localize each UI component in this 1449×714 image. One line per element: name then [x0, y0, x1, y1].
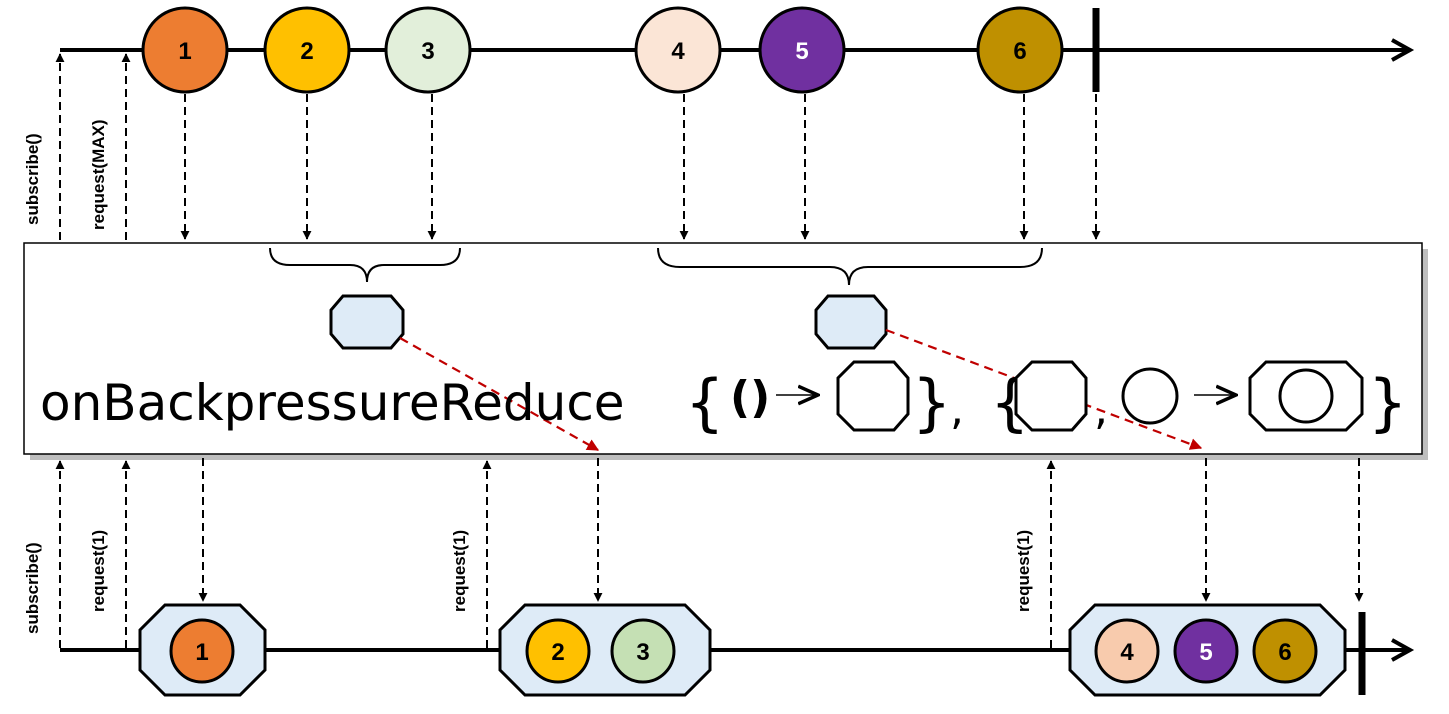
comma: ,	[1094, 384, 1108, 435]
request-label: request(1)	[89, 530, 108, 612]
downstream-timeline: 1 2 3 4 5	[60, 603, 1415, 697]
accumulator-container-shape	[1014, 360, 1088, 432]
downstream-container: 1	[138, 603, 267, 697]
item-circle-shape	[1121, 367, 1179, 425]
operator-name: onBackpressureReduce	[40, 374, 625, 432]
marble-label: 6	[1278, 639, 1291, 666]
upstream-to-operator-arrows	[180, 94, 1101, 240]
operator-to-downstream-arrows	[198, 458, 1364, 602]
downstream-container: 4 5 6	[1068, 603, 1347, 697]
marble-label: 3	[636, 639, 649, 666]
reduce-arrow	[399, 337, 600, 451]
upstream-marble: 5	[758, 6, 846, 94]
operator-box: onBackpressureReduce { () } , { , }	[23, 242, 1428, 460]
group-brace	[657, 247, 1043, 286]
marble-label: 6	[1013, 38, 1026, 65]
upstream-timeline: 1 2 3 4 5 6	[60, 6, 1415, 94]
upstream-marble: 1	[141, 6, 229, 94]
request-label: request(1)	[1014, 530, 1033, 612]
close-brace: }	[912, 366, 951, 439]
group-brace	[269, 247, 461, 283]
close-brace: }	[1368, 366, 1407, 439]
upstream-marble: 4	[634, 6, 722, 94]
marble-label: 5	[795, 38, 808, 65]
downstream-marble: 3	[610, 618, 676, 684]
marble-label: 3	[421, 38, 434, 65]
result-item-circle-shape	[1278, 368, 1334, 424]
marble-label: 2	[551, 639, 564, 666]
request-max-label: request(MAX)	[89, 119, 108, 230]
downstream-marble: 6	[1252, 618, 1318, 684]
downstream-marble: 1	[169, 618, 235, 684]
downstream-marble: 2	[525, 618, 591, 684]
marble-label: 2	[300, 38, 313, 65]
reduced-container-shape	[814, 294, 888, 350]
upstream-marble: 2	[263, 6, 351, 94]
empty-container-shape	[836, 360, 910, 432]
upstream-marble: 3	[384, 6, 472, 94]
marble-label: 5	[1199, 639, 1212, 666]
upstream-axis-arrowhead	[1391, 38, 1415, 62]
reduced-container-shape	[329, 294, 405, 350]
marble-label: 1	[178, 38, 191, 65]
downstream-marble: 5	[1173, 618, 1239, 684]
downstream-signals: subscribe() request(1) request(1) reques…	[23, 460, 1056, 648]
comma: ,	[950, 384, 964, 435]
subscribe-label: subscribe()	[23, 133, 42, 225]
upstream-signals: subscribe() request(MAX)	[23, 53, 131, 240]
open-brace: {	[685, 366, 724, 439]
marble-label: 1	[195, 639, 208, 666]
downstream-marble: 4	[1094, 618, 1160, 684]
parens: ()	[730, 372, 770, 423]
downstream-container: 2 3	[498, 603, 712, 697]
upstream-marble: 6	[976, 6, 1064, 94]
subscribe-label: subscribe()	[23, 542, 42, 634]
downstream-axis-arrowhead	[1391, 638, 1415, 662]
request-label: request(1)	[450, 530, 469, 612]
marble-label: 4	[671, 38, 685, 65]
marble-label: 4	[1120, 639, 1134, 666]
